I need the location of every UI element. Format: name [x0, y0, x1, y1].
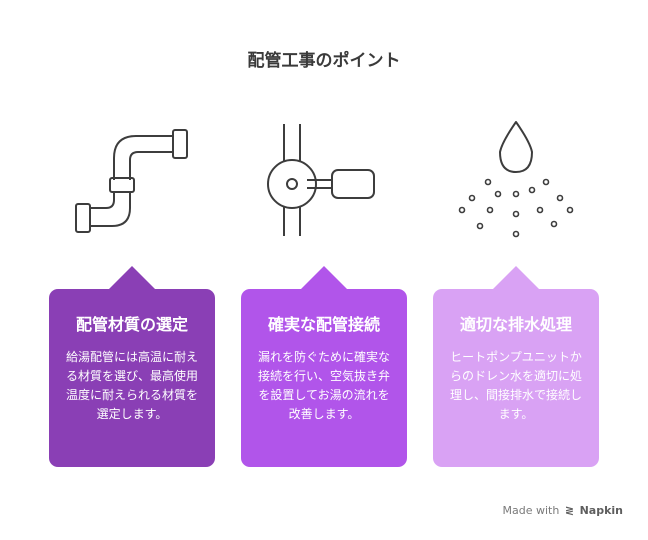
napkin-brand: Napkin — [579, 504, 623, 517]
page-title: 配管工事のポイント — [247, 51, 401, 71]
made-with-napkin-footer: Made with ≷ Napkin — [503, 504, 623, 517]
card-heading: 適切な排水処理 — [459, 315, 572, 334]
card-pipe-connection: 確実な配管接続 漏れを防ぐために確実な接続を行い、空気抜き弁を設置してお湯の流れ… — [241, 266, 407, 467]
water-drop-icon — [458, 121, 574, 238]
card-heading: 確実な配管接続 — [267, 315, 380, 334]
card-pointer — [492, 266, 540, 290]
card-drainage: 適切な排水処理 ヒートポンプユニットからのドレン水を適切に処理し、間接排水で接続… — [433, 266, 599, 467]
card-description: ヒートポンプユニットからのドレン水を適切に処理し、間接排水で接続します。 — [449, 350, 582, 421]
card-description: 給湯配管には高温に耐える材質を選び、最高使用温度に耐えられる材質を選定します。 — [65, 350, 198, 421]
card-pointer — [300, 266, 348, 290]
card-heading: 配管材質の選定 — [75, 315, 188, 334]
card-description: 漏れを防ぐために確実な接続を行い、空気抜き弁を設置してお湯の流れを改善します。 — [257, 350, 390, 421]
valve-icon — [267, 124, 375, 236]
card-material-selection: 配管材質の選定 給湯配管には高温に耐える材質を選び、最高使用温度に耐えられる材質… — [49, 266, 215, 467]
made-with-label: Made with — [502, 504, 560, 517]
pipe-elbow-icon — [75, 129, 188, 233]
napkin-logo-icon: ≷ — [564, 504, 575, 517]
card-pointer — [108, 266, 156, 290]
